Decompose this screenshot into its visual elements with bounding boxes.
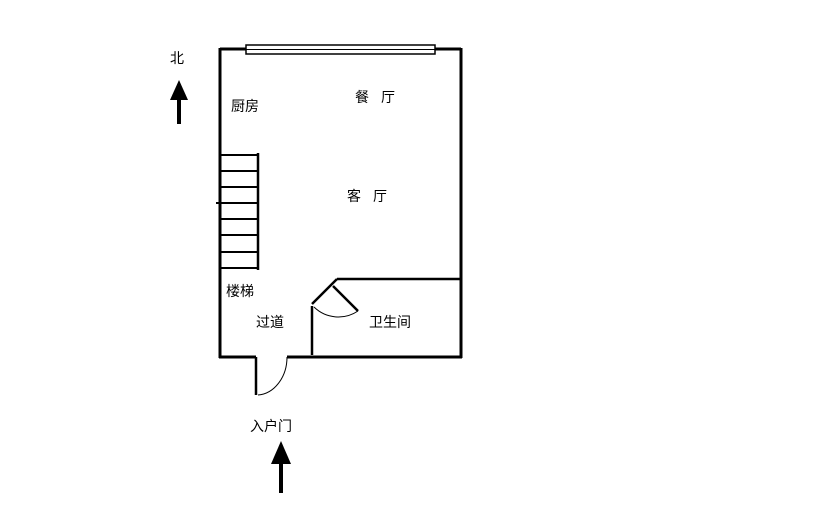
room-label-stairs: 楼梯 (226, 284, 254, 300)
room-label-bathroom: 卫生间 (369, 315, 411, 331)
entrance-door (254, 356, 288, 396)
bathroom-walls (310, 277, 461, 355)
staircase (216, 153, 260, 270)
entrance-label: 入户门 (250, 418, 292, 435)
window (245, 44, 436, 55)
north-label: 北 (170, 51, 184, 67)
room-label-living: 客厅 (347, 188, 399, 205)
bathroom-door (311, 278, 359, 318)
room-label-corridor: 过道 (256, 315, 284, 331)
north-arrow (170, 80, 188, 124)
entrance-arrow (271, 441, 291, 493)
room-label-kitchen: 厨房 (231, 99, 259, 115)
room-label-dining: 餐厅 (355, 90, 407, 106)
